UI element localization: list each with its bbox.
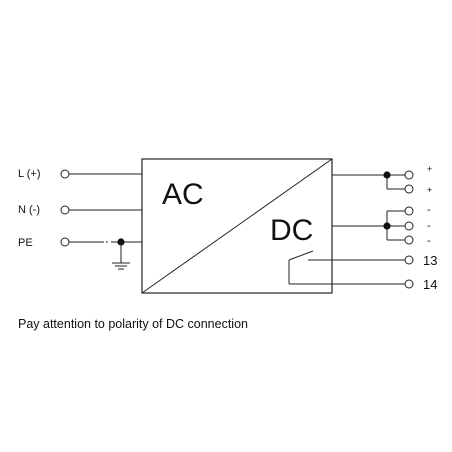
terminal-minus-1 xyxy=(404,206,414,216)
terminal-plus-1 xyxy=(404,170,414,180)
relay-contact xyxy=(288,250,314,261)
polarity-note: Pay attention to polarity of DC connecti… xyxy=(18,317,248,331)
terminal-l xyxy=(60,169,70,179)
input-l-label: L (+) xyxy=(18,168,41,180)
plus-junction-dot xyxy=(383,171,391,179)
input-n-label: N (-) xyxy=(18,204,40,216)
terminal-n xyxy=(60,205,70,215)
terminal-plus-2 xyxy=(404,184,414,194)
ac-label: AC xyxy=(162,178,204,211)
output-minus-2-label: - xyxy=(427,220,431,232)
terminal-minus-3 xyxy=(404,235,414,245)
output-plus-1-label: + xyxy=(427,164,432,174)
output-plus-2-label: + xyxy=(427,185,432,195)
output-14-label: 14 xyxy=(423,277,437,292)
terminal-14 xyxy=(404,279,414,289)
dc-label: DC xyxy=(270,214,313,247)
output-13-label: 13 xyxy=(423,253,437,268)
output-minus-3-label: - xyxy=(427,235,431,247)
terminal-minus-2 xyxy=(404,221,414,231)
terminal-13 xyxy=(404,255,414,265)
converter-diagonal xyxy=(141,158,333,294)
output-minus-1-label: - xyxy=(427,204,431,216)
input-pe-label: PE xyxy=(18,237,33,249)
terminal-pe xyxy=(60,237,70,247)
minus-junction-dot xyxy=(383,222,391,230)
